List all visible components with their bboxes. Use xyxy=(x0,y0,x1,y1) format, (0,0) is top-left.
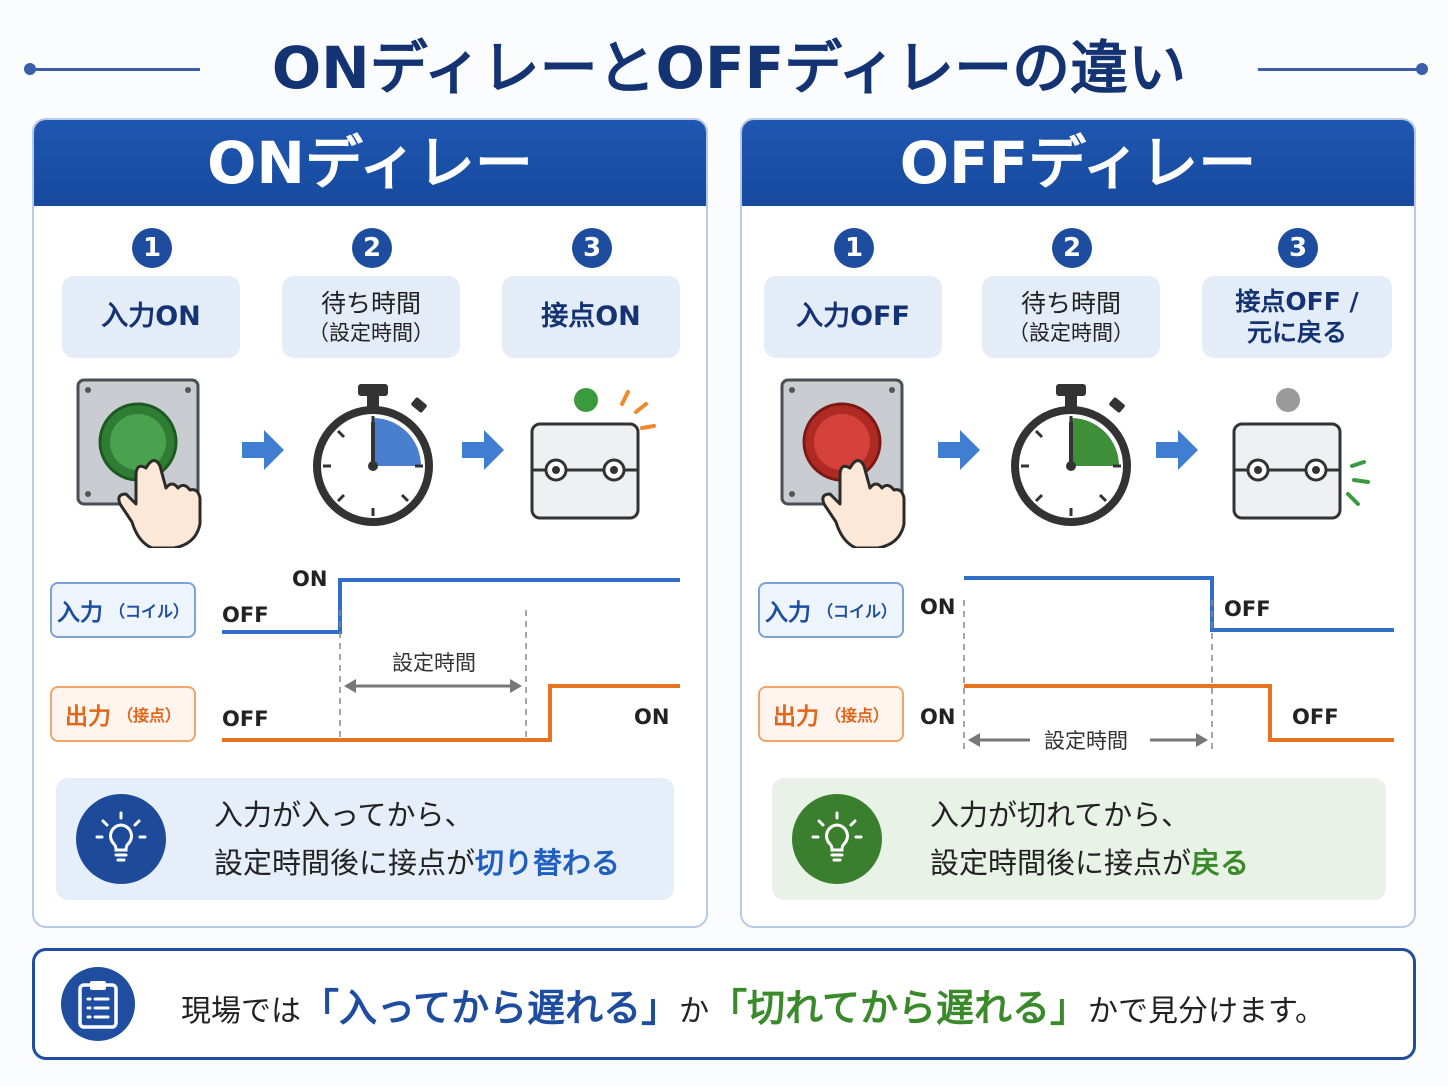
off-step-2-label: 待ち時間 xyxy=(1020,289,1121,319)
on-step-2-sublabel: （設定時間） xyxy=(308,320,434,345)
on-delay-header: ONディレー xyxy=(34,120,706,206)
off-step-1-label: 入力OFF xyxy=(796,301,910,333)
bottom-prefix: 現場では xyxy=(181,993,301,1029)
clipboard-icon xyxy=(61,967,135,1041)
off-output-signal-label: 出力 （接点） xyxy=(758,686,904,742)
on-output-waveform xyxy=(222,684,680,742)
off-arrow-2-icon xyxy=(1156,430,1198,470)
off-output-waveform xyxy=(964,684,1394,742)
off-step-1-box: 入力OFF xyxy=(764,276,942,358)
off-input-waveform xyxy=(964,576,1394,632)
on-output-label-text: 出力 xyxy=(64,704,111,730)
off-arrow-1-icon xyxy=(938,430,980,470)
contact-off-icon xyxy=(1230,382,1380,526)
off-step-3-number: 3 xyxy=(1278,228,1318,268)
off-output-off-text: OFF xyxy=(1292,705,1339,729)
title-row: ONディレーとOFFディレーの違い xyxy=(0,28,1448,108)
on-output-signal-label: 出力 （接点） xyxy=(50,686,196,742)
on-summary-line2: 設定時間後に接点が xyxy=(214,846,476,880)
on-summary-text: 入力が入ってから、 設定時間後に接点が切り替わる xyxy=(214,791,620,887)
on-summary-note: 入力が入ってから、 設定時間後に接点が切り替わる xyxy=(56,778,674,900)
off-input-signal-label: 入力 （コイル） xyxy=(758,582,904,638)
off-step-3-sublabel: 元に戻る xyxy=(1246,318,1347,347)
on-delay-panel: ONディレー 1 2 3 入力ON 待ち時間 （設定時間） 接点ON xyxy=(32,118,708,928)
off-step-3-label: 接点OFF / xyxy=(1235,286,1359,316)
on-input-label-text: 入力 xyxy=(56,600,103,626)
off-step-2-number: 2 xyxy=(1052,228,1092,268)
title-rule-dot-right xyxy=(1416,63,1428,75)
bottom-summary-text: 現場では「入ってから遅れる」か「切れてから遅れる」かで見分けます。 xyxy=(181,977,1325,1032)
off-delay-header: OFFディレー xyxy=(742,120,1414,206)
off-output-on-text: ON xyxy=(920,705,955,729)
on-output-on-text: ON xyxy=(634,705,669,729)
on-input-waveform xyxy=(222,578,680,634)
on-input-on-text: ON xyxy=(292,567,327,591)
off-input-on-text: ON xyxy=(920,595,955,619)
stopwatch-icon xyxy=(1006,382,1136,536)
on-step-2-box: 待ち時間 （設定時間） xyxy=(282,276,460,358)
on-step-2-number: 2 xyxy=(352,228,392,268)
on-interval-label: 設定時間 xyxy=(392,651,476,675)
on-arrow-2-icon xyxy=(462,430,504,470)
on-input-off-text: OFF xyxy=(222,603,269,627)
off-summary-highlight: 戻る xyxy=(1191,846,1250,880)
off-output-label-sub: （接点） xyxy=(824,706,889,725)
bottom-quote-off-delay: 「切れてから遅れる」 xyxy=(709,985,1088,1030)
off-input-label-text: 入力 xyxy=(764,600,811,626)
off-interval-label: 設定時間 xyxy=(1044,729,1128,753)
on-arrow-1-icon xyxy=(242,430,284,470)
on-step-3-label: 接点ON xyxy=(541,301,641,333)
off-step-1-number: 1 xyxy=(834,228,874,268)
off-step-2-sublabel: （設定時間） xyxy=(1008,320,1134,345)
on-step-2-label: 待ち時間 xyxy=(320,289,421,319)
off-input-label-sub: （コイル） xyxy=(816,602,897,621)
stopwatch-icon xyxy=(308,382,438,536)
on-step-1-number: 1 xyxy=(132,228,172,268)
bottom-middle: か xyxy=(679,993,710,1029)
on-timing-chart: OFF ON 設定時間 OFF ON xyxy=(222,567,680,742)
off-summary-line1: 入力が切れてから、 xyxy=(930,798,1191,832)
off-delay-panel: OFFディレー 1 2 3 入力OFF 待ち時間 （設定時間） 接点OFF / … xyxy=(740,118,1416,928)
on-summary-line1: 入力が入ってから、 xyxy=(214,798,474,832)
contact-on-icon xyxy=(528,382,678,526)
on-output-label-sub: （接点） xyxy=(116,706,181,725)
off-summary-line2: 設定時間後に接点が xyxy=(930,846,1192,880)
on-step-1-label: 入力ON xyxy=(101,301,201,333)
off-input-off-text: OFF xyxy=(1224,597,1271,621)
on-summary-highlight: 切り替わる xyxy=(475,846,621,880)
on-step-3-box: 接点ON xyxy=(502,276,680,358)
lightbulb-icon xyxy=(76,794,166,884)
off-summary-note: 入力が切れてから、 設定時間後に接点が戻る xyxy=(772,778,1386,900)
on-input-label-sub: （コイル） xyxy=(108,602,189,621)
page-title: ONディレーとOFFディレーの違い xyxy=(271,34,1187,102)
bottom-suffix: かで見分けます。 xyxy=(1087,993,1325,1029)
title-rule-right xyxy=(1258,68,1422,71)
on-step-1-box: 入力ON xyxy=(62,276,240,358)
lightbulb-icon xyxy=(792,794,882,884)
push-button-red-icon xyxy=(780,378,920,552)
off-timing-chart: ON OFF ON 設定時間 OFF xyxy=(920,576,1394,753)
on-step-3-number: 3 xyxy=(572,228,612,268)
title-rule-dot-left xyxy=(24,63,36,75)
off-step-2-box: 待ち時間 （設定時間） xyxy=(982,276,1160,358)
bottom-summary-bar: 現場では「入ってから遅れる」か「切れてから遅れる」かで見分けます。 xyxy=(32,948,1416,1060)
on-output-off-text: OFF xyxy=(222,707,269,731)
title-rule-left xyxy=(28,68,200,71)
off-output-label-text: 出力 xyxy=(772,704,819,730)
off-step-3-box: 接点OFF / 元に戻る xyxy=(1202,276,1392,358)
bottom-quote-on-delay: 「入ってから遅れる」 xyxy=(301,985,680,1030)
on-input-signal-label: 入力 （コイル） xyxy=(50,582,196,638)
push-button-green-icon xyxy=(76,378,216,552)
off-summary-text: 入力が切れてから、 設定時間後に接点が戻る xyxy=(930,791,1249,887)
